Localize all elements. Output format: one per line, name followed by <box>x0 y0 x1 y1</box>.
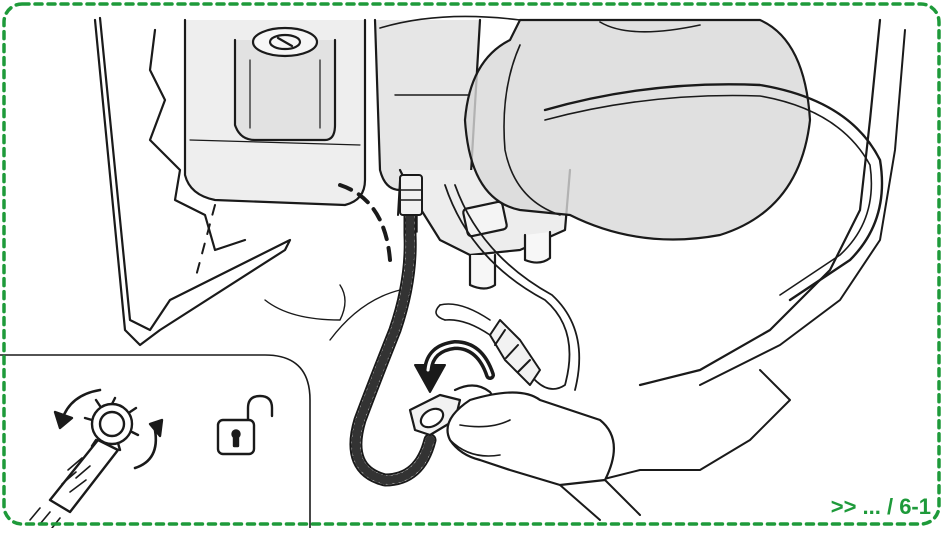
water-tank <box>185 20 365 205</box>
braided-hose <box>356 175 430 480</box>
rotation-arrow <box>415 345 490 392</box>
page-reference-label[interactable]: >> ... / 6-1 <box>831 494 931 520</box>
gloved-hand <box>410 385 640 520</box>
